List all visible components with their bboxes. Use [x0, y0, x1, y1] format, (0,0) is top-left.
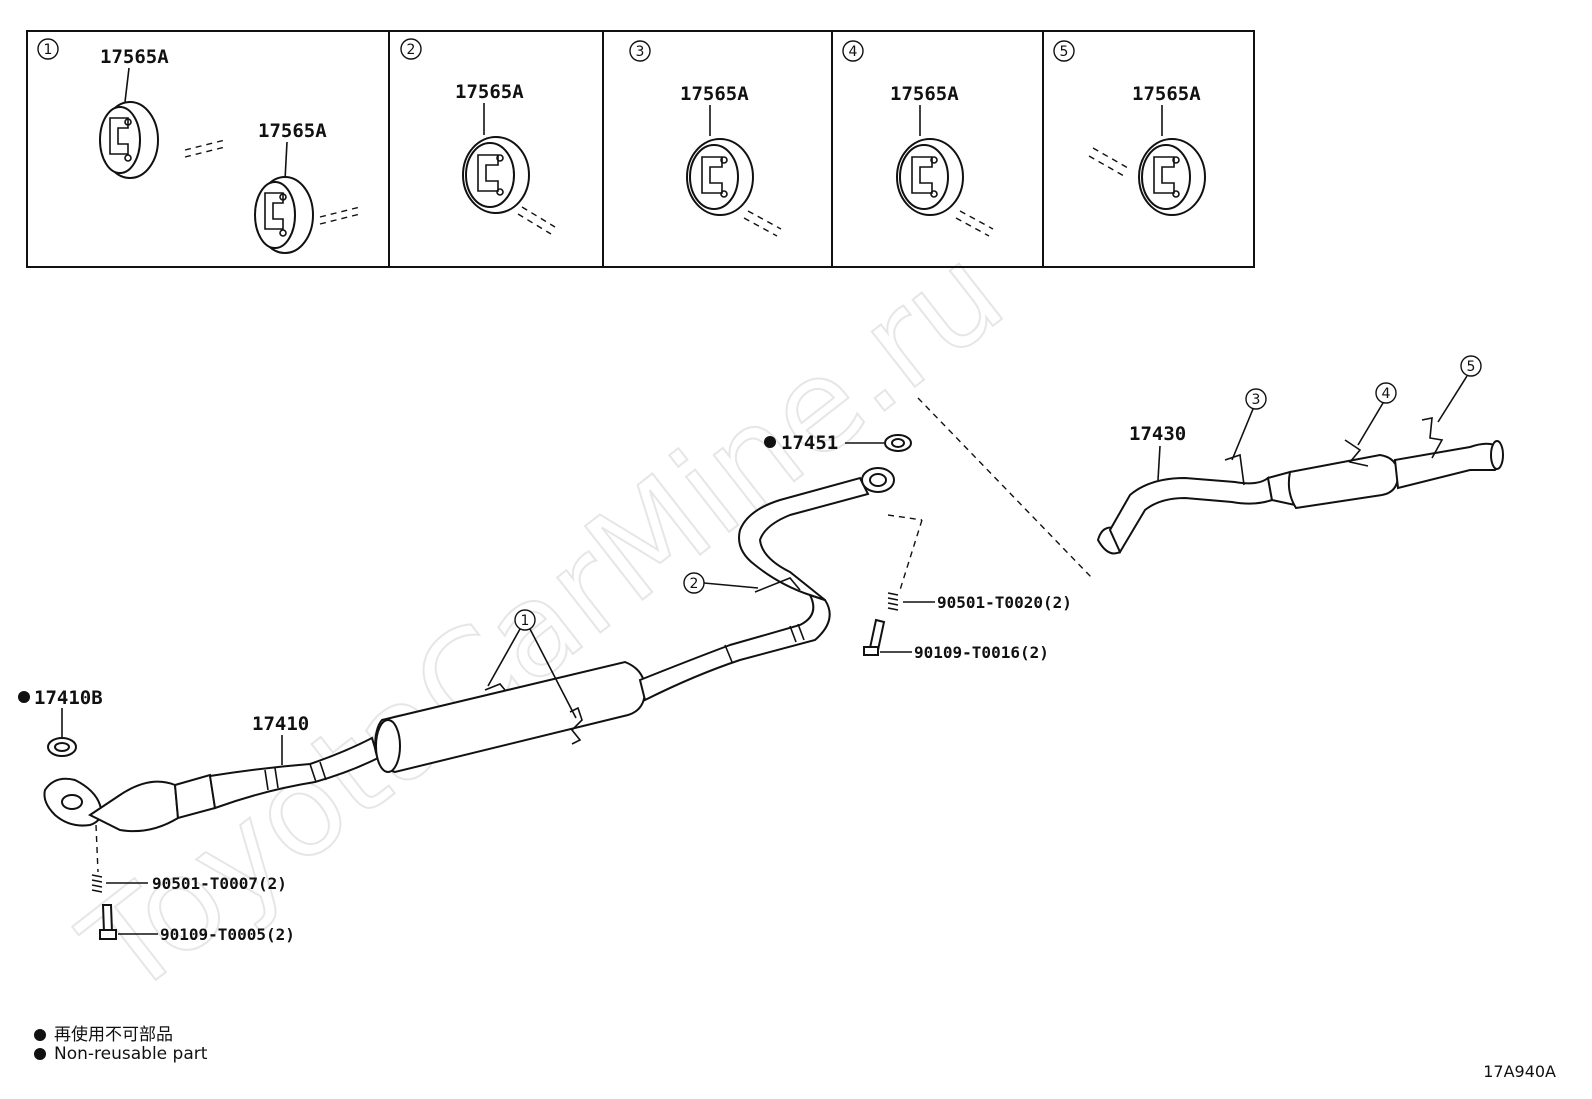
bolt-90109-t0005: [99, 904, 158, 940]
exhaust-hanger-icon: [1138, 138, 1206, 216]
bullet-icon: [34, 1029, 46, 1041]
inset-2-number: 2: [407, 42, 416, 58]
part-17410: 17410: [252, 713, 309, 735]
svg-text:4: 4: [1382, 386, 1391, 402]
svg-text:5: 5: [1467, 359, 1476, 375]
part-17430: 17430: [1129, 423, 1186, 445]
callout-4: 4: [1357, 382, 1397, 446]
figure-code: 17A940A: [1483, 1062, 1556, 1081]
exhaust-hanger-icon: [99, 101, 159, 179]
legend-line-en: Non-reusable part: [34, 1044, 207, 1064]
exhaust-hanger-icon: [462, 136, 530, 214]
gasket-17410b: [47, 708, 77, 757]
callout-3: 3: [1231, 388, 1267, 461]
inset-1-label-a: 17565A: [100, 46, 169, 68]
gasket-17451: [845, 434, 912, 452]
part-90501-t0007: 90501-T0007(2): [152, 874, 287, 893]
inset-2: 2 17565A: [400, 38, 556, 235]
svg-text:3: 3: [1252, 392, 1261, 408]
inset-4-label: 17565A: [890, 83, 959, 105]
legend-text-en: Non-reusable part: [54, 1044, 208, 1064]
connection-dashes: [95, 397, 1093, 873]
callout-1: 1: [487, 609, 577, 719]
exhaust-hanger-icon: [254, 176, 314, 254]
inset-5: 5 17565A: [1053, 40, 1206, 216]
inset-1-label-b: 17565A: [258, 120, 327, 142]
callout-2: 2: [683, 572, 759, 594]
exhaust-hanger-icon: [686, 138, 754, 216]
inset-1-number: 1: [44, 42, 53, 58]
inset-4: 4 17565A: [842, 40, 994, 237]
front-exhaust-pipe-assembly: [43, 467, 895, 833]
inset-2-label: 17565A: [455, 81, 524, 103]
inset-3: 3 17565A: [629, 40, 782, 237]
spring-90501-t0007: [91, 874, 148, 893]
callout-5: 5: [1437, 355, 1482, 423]
inset-5-label: 17565A: [1132, 83, 1201, 105]
part-90501-t0020: 90501-T0020(2): [937, 593, 1072, 612]
exhaust-hanger-icon: [896, 138, 964, 216]
inset-table: [26, 30, 1255, 268]
part-17410b: 17410B: [34, 687, 103, 709]
legend-line-jp: 再使用不可部品: [34, 1020, 173, 1045]
bolt-90109-t0016: [863, 618, 912, 656]
inset-5-number: 5: [1060, 44, 1069, 60]
svg-text:2: 2: [690, 576, 699, 592]
part-17451: 17451: [781, 432, 838, 454]
spring-90501-t0020: [887, 592, 935, 611]
inset-3-label: 17565A: [680, 83, 749, 105]
part-90109-t0005: 90109-T0005(2): [160, 925, 295, 944]
inset-4-number: 4: [849, 44, 858, 60]
legend-text-jp: 再使用不可部品: [54, 1025, 173, 1045]
tail-pipe-assembly: [1096, 417, 1504, 555]
inset-1: 1 17565A 17565A: [37, 38, 361, 254]
bullet-icon: [34, 1048, 46, 1060]
svg-text:1: 1: [521, 613, 530, 629]
part-90109-t0016: 90109-T0016(2): [914, 643, 1049, 662]
inset-3-number: 3: [636, 44, 645, 60]
